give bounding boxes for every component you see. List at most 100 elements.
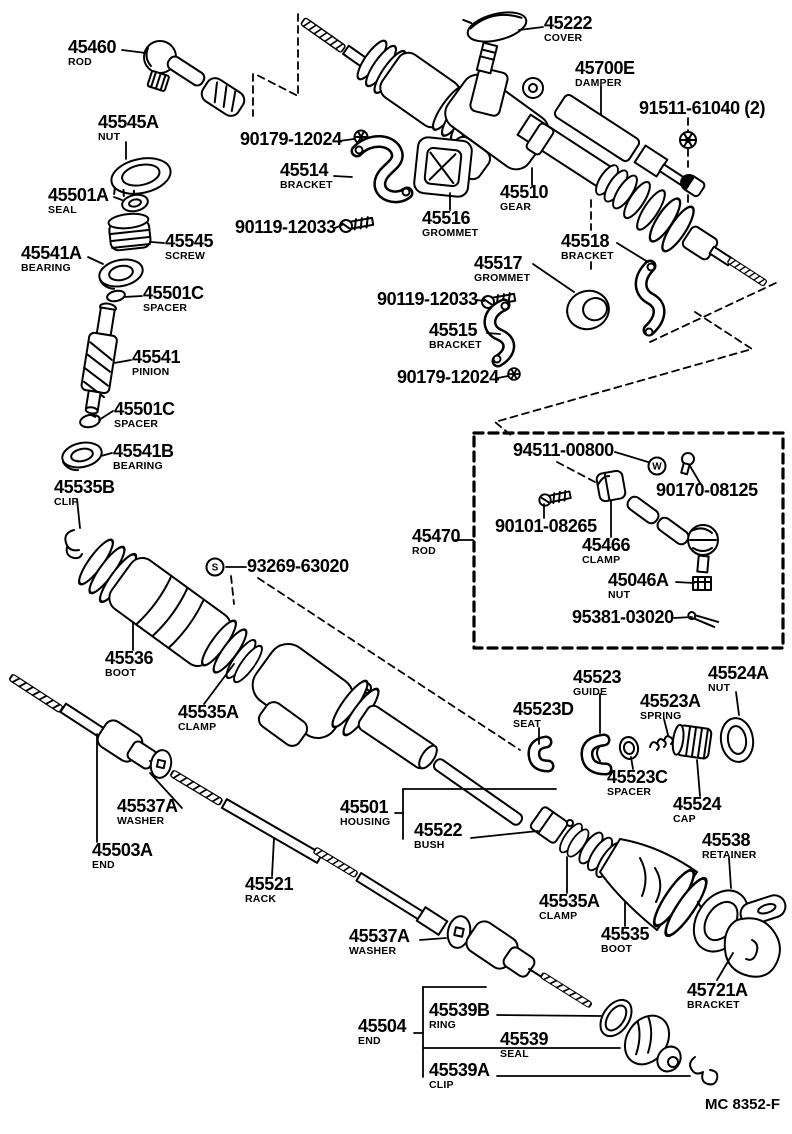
part-name: SCREW	[165, 250, 206, 262]
part-number: 90179-12024	[240, 129, 342, 149]
leader-line	[121, 49, 147, 54]
grommet-45517	[566, 289, 610, 331]
clip-45535B	[64, 529, 83, 560]
part-name: GROMMET	[422, 227, 479, 239]
seal-45539	[623, 1014, 682, 1073]
part-number: 45470	[412, 526, 461, 546]
part-number: 94511-00800	[513, 440, 614, 460]
clamp-45535A-right	[555, 819, 594, 861]
leader-line	[663, 718, 669, 736]
part-name: WASHER	[117, 815, 165, 827]
part-number: 45514	[280, 160, 329, 180]
part-name: BRACKET	[429, 339, 482, 351]
bush-45522	[529, 806, 569, 844]
bolt-90170	[680, 452, 695, 476]
part-number: 45524A	[708, 663, 769, 683]
leader-line	[486, 332, 501, 335]
part-number: 90119-12033	[377, 289, 478, 309]
leader-line	[113, 196, 123, 201]
leader-line	[419, 937, 447, 941]
part-name: SEAL	[48, 204, 77, 216]
tie-rod-end-45460	[143, 40, 246, 117]
part-name: CLAMP	[539, 910, 578, 922]
cap-45524	[671, 723, 713, 760]
ring-45539B	[599, 998, 633, 1038]
leader-line	[616, 242, 649, 263]
part-name: SPRING	[640, 710, 682, 722]
leader-line	[532, 263, 575, 293]
clip-45539A	[689, 1056, 719, 1086]
part-name: SEAT	[513, 718, 542, 730]
kit-callout-box	[472, 431, 785, 650]
leader-line	[338, 138, 355, 142]
bracket-45515	[483, 298, 516, 368]
spacer-45501C-lower	[79, 413, 101, 429]
part-number: 45523A	[640, 691, 701, 711]
part-number: 90179-12024	[397, 367, 499, 387]
symbol-letter: W	[652, 462, 662, 473]
part-number: 45504	[358, 1016, 407, 1036]
part-name: GEAR	[500, 201, 532, 213]
part-name: CLAMP	[178, 721, 217, 733]
part-name: PINION	[132, 366, 170, 378]
leader-line	[203, 663, 235, 705]
leader-lines	[76, 26, 740, 1078]
leader-line	[87, 256, 104, 265]
leader-line	[716, 952, 734, 981]
callout-dash-top-left	[252, 13, 299, 117]
nut-45545A	[110, 157, 172, 198]
part-name: RING	[429, 1019, 457, 1031]
leader-line	[689, 465, 701, 484]
part-number: 45535A	[178, 702, 239, 722]
part-name: SPACER	[143, 302, 188, 314]
part-number: 45538	[702, 830, 751, 850]
part-label: 90119-12033	[377, 290, 478, 308]
boot-45535	[574, 828, 714, 942]
part-name: BOOT	[601, 943, 633, 955]
part-name: SEAL	[500, 1048, 529, 1060]
leader-line	[476, 299, 485, 302]
part-label: 90101-08265	[495, 517, 597, 535]
part-number: 45501C	[114, 399, 175, 419]
part-number: 45518	[561, 231, 610, 251]
part-number: 90119-12033	[235, 217, 336, 237]
damper-45700E	[522, 77, 706, 198]
leader-line	[98, 410, 114, 421]
tie-rod-45504	[465, 920, 593, 1009]
leader-line	[673, 616, 693, 619]
part-name: CLIP	[429, 1079, 454, 1091]
part-number: 45545	[165, 231, 214, 251]
cover-45222	[462, 11, 528, 43]
part-number: 45541	[132, 347, 181, 367]
part-name: BEARING	[113, 460, 163, 472]
part-number: 90170-08125	[656, 480, 758, 500]
part-number: 45501A	[48, 185, 109, 205]
leader-line	[696, 759, 701, 797]
part-name: COVER	[544, 32, 583, 44]
part-number: 45535	[601, 924, 650, 944]
part-number: 45539A	[429, 1060, 490, 1080]
leader-line	[614, 451, 649, 463]
diagram-code: MC 8352-F	[705, 1096, 781, 1113]
part-number: 45522	[414, 820, 463, 840]
